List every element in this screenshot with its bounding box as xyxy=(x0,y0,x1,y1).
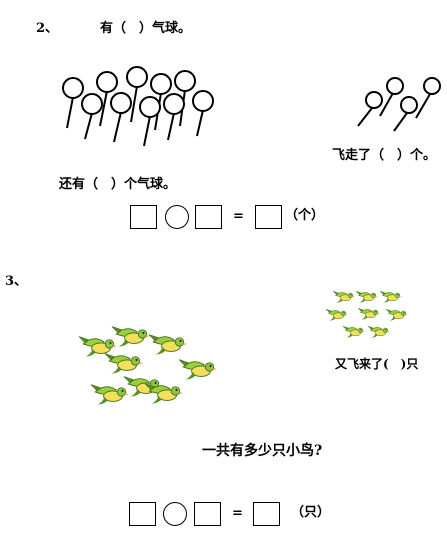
equation-result-box[interactable] xyxy=(255,205,282,229)
bird-icon xyxy=(367,325,390,338)
equation-operand-1-box[interactable] xyxy=(130,205,157,229)
bird-icon xyxy=(332,290,355,303)
balloon-icon xyxy=(62,77,84,99)
balloons-count-prompt: 有（ ）气球。 xyxy=(100,21,192,36)
question-2-number: 2、 xyxy=(36,21,59,36)
balloon-icon xyxy=(81,93,103,115)
total-birds-question: 一共有多少只小鸟? xyxy=(202,443,323,459)
bird-icon xyxy=(342,325,365,338)
balloon-icon xyxy=(96,71,118,93)
bird-icon xyxy=(357,307,380,320)
balloon-icon xyxy=(126,66,148,88)
balloon-icon xyxy=(174,70,196,92)
equals-sign: = xyxy=(233,209,244,224)
balloon-icon xyxy=(150,73,172,95)
bird-icon xyxy=(385,308,408,321)
flew-away-prompt: 飞走了（ ）个。 xyxy=(332,148,437,163)
balloon-icon xyxy=(386,77,404,95)
question-3-number: 3、 xyxy=(5,274,28,289)
balloon-icon xyxy=(365,91,383,109)
balloon-icon xyxy=(400,96,418,114)
equation-unit-label: （个） xyxy=(285,208,325,223)
equation-operand-2-box[interactable] xyxy=(195,205,222,229)
more-came-prompt: 又飞来了( )只 xyxy=(335,357,419,371)
equation-unit-label: （只） xyxy=(291,505,331,520)
bird-icon xyxy=(379,290,402,303)
equation-operator-circle[interactable] xyxy=(165,205,189,229)
bird-icon xyxy=(325,308,348,321)
equals-sign: = xyxy=(232,506,243,521)
balloon-icon xyxy=(192,90,214,112)
balloon-icon xyxy=(110,92,132,114)
equation-operand-1-box[interactable] xyxy=(129,502,156,526)
balloon-icon xyxy=(163,93,185,115)
balloon-icon xyxy=(139,96,161,118)
equation-operator-circle[interactable] xyxy=(163,502,187,526)
equation-operand-2-box[interactable] xyxy=(194,502,221,526)
balloon-icon xyxy=(423,77,441,95)
bird-icon xyxy=(355,290,378,303)
equation-result-box[interactable] xyxy=(253,502,280,526)
remaining-balloons-prompt: 还有（ ）个气球。 xyxy=(59,177,177,192)
